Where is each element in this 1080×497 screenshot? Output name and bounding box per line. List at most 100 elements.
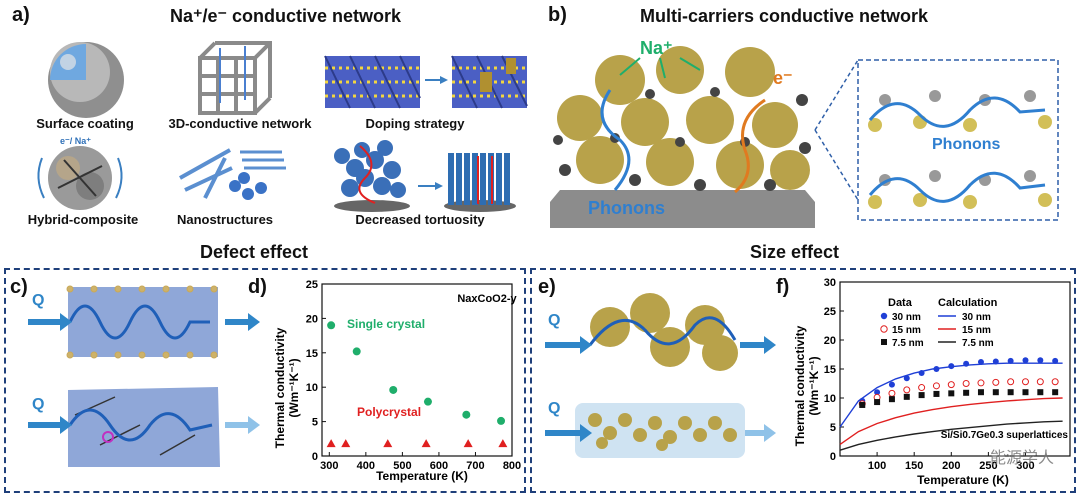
panel-d-xlabel: Temperature (K)	[376, 469, 468, 483]
sodium-arrows	[619, 57, 701, 79]
panel-d-xtick-label: 500	[393, 460, 411, 472]
panel-f-data-point-30nm	[992, 358, 999, 365]
defect-effect-title: Defect effect	[200, 242, 309, 262]
panel-f-data-point-15nm	[947, 381, 955, 389]
panel-f-data-point-30nm	[963, 360, 970, 367]
panel-d-ytick-label: 10	[306, 382, 318, 394]
panel-b-illustration	[550, 46, 1059, 228]
panel-f-data-point-75nm	[992, 389, 999, 396]
panel-f-data-point-15nm	[962, 380, 970, 387]
panel-d-series-label-poly: Polycrystal	[357, 405, 421, 419]
panel-f-data-point-15nm	[1021, 378, 1029, 386]
panel-f-data-point-30nm	[1052, 357, 1059, 364]
panel-d-ytick-label: 20	[306, 313, 318, 325]
panel-f-data-point-75nm	[888, 396, 895, 403]
panel-d-point-polycrystal	[326, 439, 336, 448]
panel-d-xtick-label: 800	[503, 460, 521, 472]
panel-d-point-single-crystal	[389, 385, 398, 394]
panel-b-letter: b)	[548, 4, 567, 26]
hybrid-composite-caption: Hybrid-composite	[27, 212, 139, 227]
panel-f-data-point-75nm	[859, 401, 866, 408]
panel-d-point-single-crystal	[423, 397, 432, 406]
panel-d-series-label-single: Single crystal	[347, 317, 425, 331]
panel-f-legend-marker	[880, 312, 888, 320]
panel-f-data-point-30nm	[1007, 357, 1014, 364]
panel-d-point-single-crystal	[497, 416, 506, 425]
panel-f-legend-calc-label: 7.5 nm	[962, 338, 994, 349]
panel-c-letter: c)	[10, 276, 28, 298]
panel-f-data-point-15nm	[1036, 378, 1044, 386]
panel-f-calc-line-75nm	[839, 420, 1063, 451]
panel-f-ytick-label: 25	[824, 306, 836, 318]
panel-f-data-point-15nm	[977, 379, 985, 387]
phonons-label-left: Phonons	[588, 198, 665, 218]
panel-f-data-point-15nm	[932, 382, 940, 390]
panel-f-xtick-label: 250	[979, 460, 997, 472]
panel-e-illustration	[545, 293, 776, 458]
panel-d-point-single-crystal	[327, 321, 336, 330]
doping-strategy-caption: Doping strategy	[365, 116, 465, 131]
3d-network-caption: 3D-conductive network	[168, 116, 312, 131]
panel-d-xtick-label: 600	[430, 460, 448, 472]
panel-f-data-point-15nm	[1051, 378, 1059, 386]
hybrid-composite-cluster	[37, 146, 123, 210]
hybrid-carrier-label: e⁻/ Na⁺	[60, 136, 92, 146]
panel-f-data-point-30nm	[874, 389, 881, 396]
decreased-tortuosity-caption: Decreased tortuosity	[355, 212, 485, 227]
panel-f-data-point-15nm	[918, 384, 926, 392]
nanostructures	[179, 148, 286, 200]
panel-f-data-point-30nm	[1037, 357, 1044, 364]
panel-d-xtick-label: 400	[357, 460, 375, 472]
size-effect-title: Size effect	[750, 242, 840, 262]
panel-f-legend-data-label: 30 nm	[892, 312, 921, 323]
defective-lattice	[68, 387, 220, 467]
panel-c-illustration	[28, 285, 260, 467]
panel-f-data-point-30nm	[888, 381, 895, 388]
panel-f-data-point-75nm	[933, 390, 940, 397]
panel-f-data-point-75nm	[1037, 389, 1044, 396]
panel-f-annotation: Si/Si0.7Ge0.3 superlattices	[941, 430, 1069, 441]
panel-f-ytick-label: 30	[824, 277, 836, 289]
panel-f-legend-data-label: 15 nm	[892, 325, 921, 336]
panel-d-ylabel-line1: Thermal conductivity	[273, 327, 287, 448]
panel-f-legend-header-data: Data	[888, 297, 913, 309]
panel-a-illustrations	[37, 41, 528, 212]
panel-f-data-point-30nm	[1022, 357, 1029, 364]
electron-label: e⁻	[773, 68, 793, 88]
panel-f-legend-marker	[880, 325, 888, 333]
watermark: 能源学人	[990, 450, 1055, 467]
panel-f-data-point-15nm	[903, 386, 911, 394]
phonon-path	[600, 89, 631, 191]
panel-f-xtick-label: 150	[905, 460, 923, 472]
panel-d-point-polycrystal	[421, 439, 431, 448]
panel-d-plot-frame	[321, 283, 513, 457]
phonons-label-right: Phonons	[932, 136, 1001, 153]
panel-e-letter: e)	[538, 276, 556, 298]
panel-d-ytick-label: 5	[312, 417, 318, 429]
sodium-ion-label: Na⁺	[640, 38, 673, 58]
panel-f-data-point-75nm	[977, 389, 984, 396]
pristine-lattice	[66, 285, 218, 359]
panel-f-ytick-label: 20	[824, 335, 836, 347]
doping-strategy-lattices	[324, 55, 528, 109]
panel-c-q-top: Q	[32, 292, 45, 309]
surface-coating-sphere	[48, 42, 124, 118]
electron-path	[733, 98, 766, 194]
panel-a-letter: a)	[12, 4, 30, 26]
panel-f-ylabel-line1: Thermal conductivity	[793, 325, 807, 446]
panel-f-data-point-15nm	[888, 389, 896, 397]
panel-d-point-polycrystal	[341, 439, 351, 448]
panel-f-xtick-label: 300	[1016, 460, 1034, 472]
panel-c-q-bottom: Q	[32, 396, 45, 413]
3d-network-cube	[198, 41, 272, 115]
panel-f-data-point-75nm	[903, 393, 910, 400]
panel-f-data-point-75nm	[874, 399, 881, 406]
panel-d-ytick-label: 25	[306, 279, 318, 291]
panel-b-title: Multi-carriers conductive network	[640, 6, 929, 26]
panel-f-data-point-30nm	[977, 359, 984, 366]
panel-e-q-top: Q	[548, 312, 561, 329]
panel-d-ylabel-line2: (Wm⁻¹K⁻¹)	[287, 358, 301, 417]
panel-f-calc-line-15nm	[839, 397, 1063, 445]
panel-d-point-single-crystal	[352, 347, 361, 356]
